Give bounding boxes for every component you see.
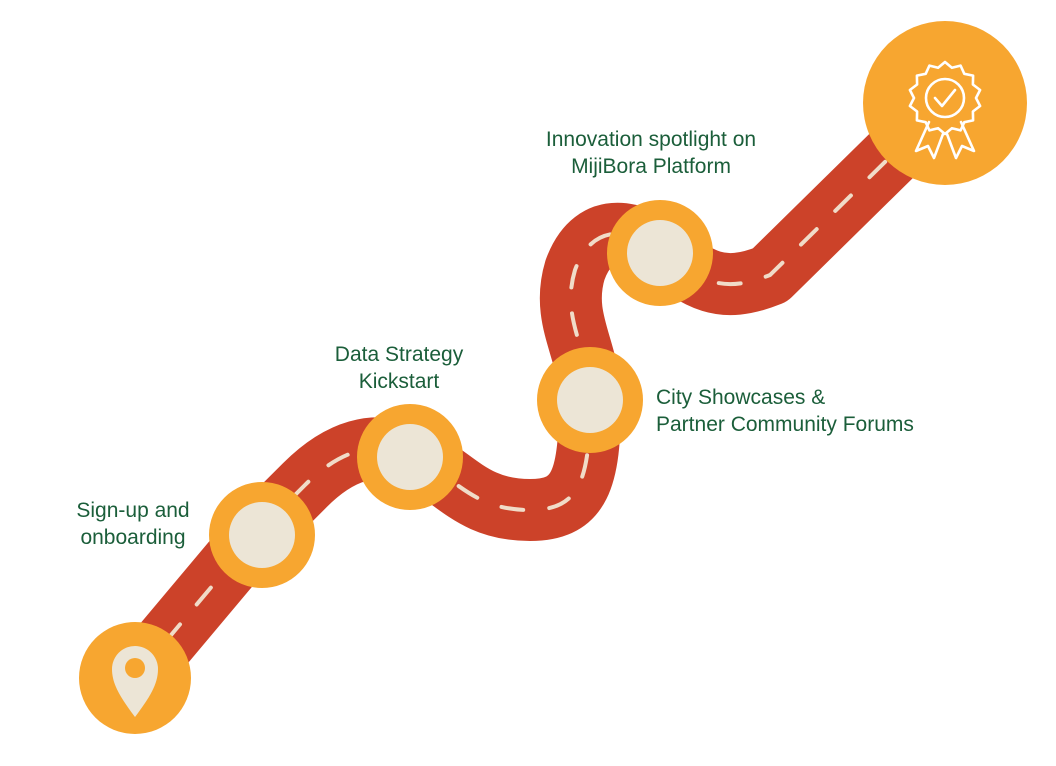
milestone-node-city-showcases: [537, 347, 643, 453]
milestone-label-city-showcases: City Showcases & Partner Community Forum…: [656, 384, 914, 438]
milestone-label-innovation: Innovation spotlight on MijiBora Platfor…: [520, 126, 782, 180]
label-line: City Showcases &: [656, 386, 826, 409]
milestone-label-data-strategy: Data Strategy Kickstart: [318, 341, 480, 395]
label-line: Sign-up and: [76, 499, 190, 522]
start-node: [79, 622, 191, 734]
finish-node: [863, 21, 1027, 185]
milestone-label-signup: Sign-up and onboarding: [66, 497, 200, 551]
map-pin-icon: [112, 646, 158, 717]
label-line: Kickstart: [358, 370, 440, 393]
award-badge-icon: [908, 60, 982, 160]
label-line: onboarding: [80, 526, 186, 549]
milestone-node-innovation: [607, 200, 713, 306]
milestone-node-data-strategy: [357, 404, 463, 510]
label-line: Innovation spotlight on: [545, 128, 757, 151]
milestone-node-signup: [209, 482, 315, 588]
label-line: Partner Community Forums: [656, 413, 914, 436]
label-line: Data Strategy: [334, 343, 464, 366]
label-line: MijiBora Platform: [571, 155, 731, 178]
